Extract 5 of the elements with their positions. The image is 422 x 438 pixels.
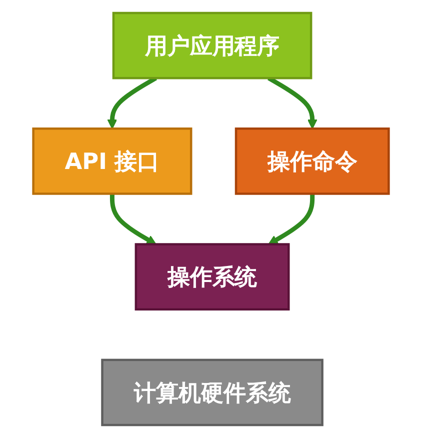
arrow (110, 194, 156, 245)
node-box: 计算机硬件系统 (101, 358, 324, 426)
node-box: 用户应用程序 (112, 12, 312, 80)
arrow (268, 194, 315, 245)
node-box: API 接口 (32, 128, 192, 195)
